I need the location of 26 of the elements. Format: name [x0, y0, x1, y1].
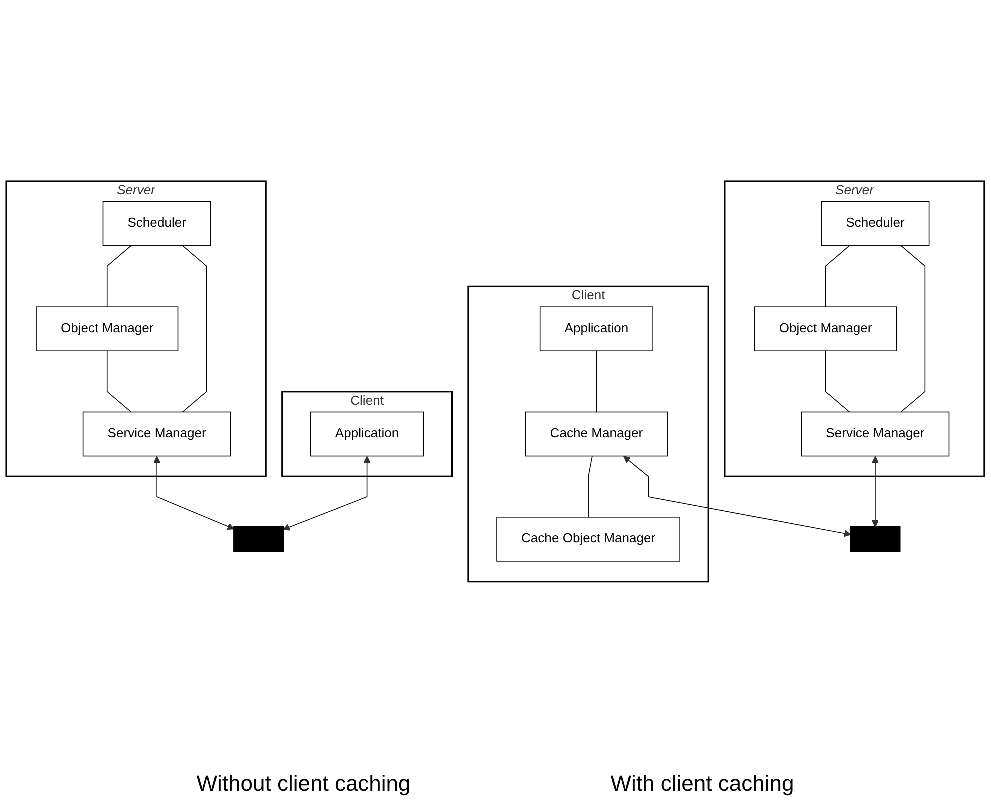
connector	[596, 350, 598, 412]
node-box: Application	[540, 306, 654, 352]
connector	[825, 350, 850, 412]
arrow	[282, 456, 371, 531]
node-box: Service Manager	[82, 412, 232, 456]
node-box: Application	[310, 412, 424, 456]
node-bar	[850, 526, 901, 552]
arrow	[872, 456, 880, 528]
caption-text: With client caching	[610, 771, 794, 797]
connector	[106, 245, 132, 308]
connector	[588, 456, 593, 518]
node-bar	[234, 526, 284, 552]
node-box: Cache Object Manager	[496, 516, 680, 562]
node-box: Scheduler	[102, 201, 212, 246]
node-box: Object Manager	[754, 306, 898, 352]
connector	[825, 245, 850, 308]
connector	[182, 245, 208, 412]
arrow	[624, 456, 852, 538]
caption-text: Without client caching	[196, 771, 411, 797]
connector	[900, 245, 926, 412]
node-box: Service Manager	[801, 412, 950, 456]
connector	[106, 350, 132, 412]
arrow	[154, 456, 235, 530]
node-box: Cache Manager	[525, 412, 668, 456]
node-box: Object Manager	[36, 306, 179, 352]
node-box: Scheduler	[821, 201, 930, 246]
